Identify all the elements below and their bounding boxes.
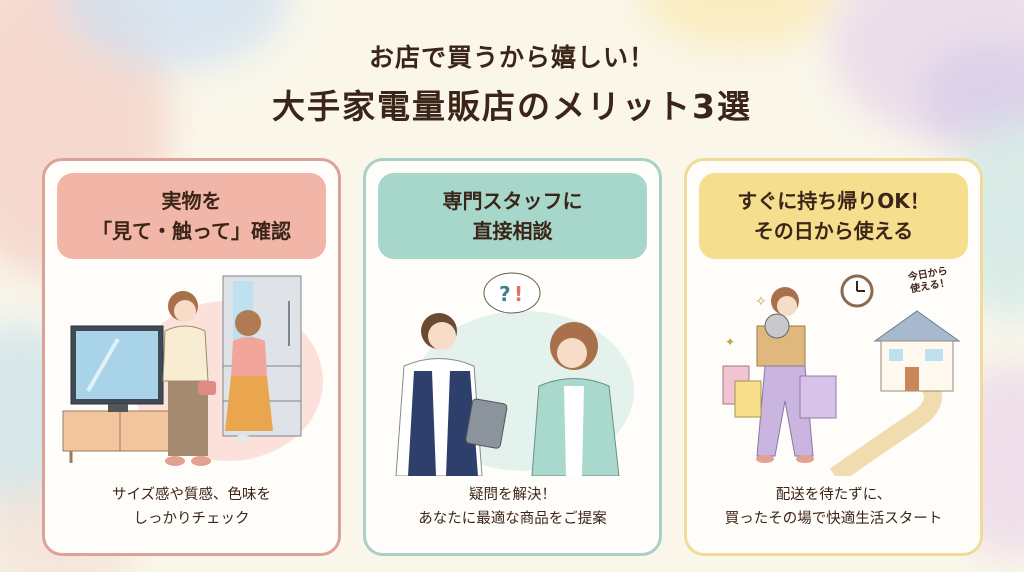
merit-card-staff-consultation: 専門スタッフに 直接相談 ? ! 疑問を解決！ あなたに最適な商品をご提案 [363,158,662,556]
sparkle-icon: ✦ [725,335,735,349]
card-heading-line2: 「見て・触って」確認 [92,219,291,243]
card-heading: すぐに持ち帰りOK！ その日から使える [699,173,968,259]
staff-consultation-illustration: ? ! [395,272,634,476]
card-heading: 専門スタッフに 直接相談 [378,173,647,259]
card-description-line1: 疑問を解決！ [469,487,556,503]
card-description: 疑問を解決！ あなたに最適な商品をご提案 [366,483,659,531]
card-heading-line1: 実物を [161,189,222,213]
card-description-line2: 買ったその場で快適生活スタート [724,511,943,527]
card-heading-line2: その日から使える [753,219,914,243]
card-description-line1: 配送を待たずに、 [775,487,892,503]
card-heading-line1: すぐに持ち帰りOK！ [737,189,930,213]
card-description: サイズ感や質感、色味を しっかりチェック [45,483,338,531]
card-heading-line2: 直接相談 [472,219,553,243]
page-subtitle: お店で買うから嬉しい！ [368,43,655,72]
page-title: 大手家電量販店のメリット3選 [272,87,752,126]
merit-card-take-home-today: すぐに持ち帰りOK！ その日から使える ✧ ✦ 今日から 使える！ 配送を待 [684,158,983,556]
card-description-line1: サイズ感や質感、色味を [111,487,272,503]
take-home-illustration: ✧ ✦ [722,274,961,476]
card-heading: 実物を 「見て・触って」確認 [57,173,326,259]
shopping-tv-fridge-illustration [62,275,323,466]
sparkle-icon: ✧ [755,294,767,310]
page-header: お店で買うから嬉しい！ 大手家電量販店のメリット3選 [0,38,1024,128]
question-mark-icon: ? [499,282,511,306]
merit-card-see-and-touch: 実物を 「見て・触って」確認 サイズ感や質感、色味を しっかり [42,158,341,556]
exclamation-icon: ! [514,282,523,306]
card-description: 配送を待たずに、 買ったその場で快適生活スタート [687,483,980,531]
card-heading-line1: 専門スタッフに [442,189,583,213]
card-description-line2: あなたに最適な商品をご提案 [418,511,607,527]
card-description-line2: しっかりチェック [133,511,250,527]
